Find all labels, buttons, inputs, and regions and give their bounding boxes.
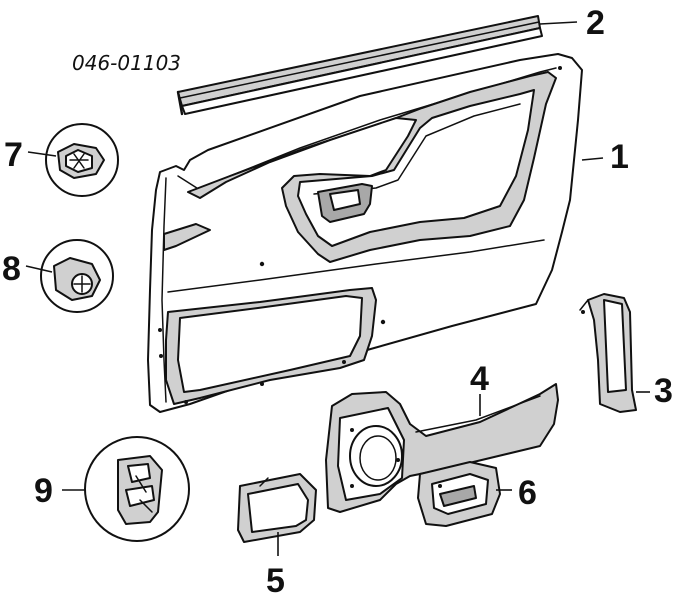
part-5-cover[interactable] <box>237 473 317 543</box>
part-7-trim-clip[interactable] <box>45 123 119 197</box>
leader-7 <box>27 151 57 157</box>
leader-2 <box>539 21 578 25</box>
leader-8 <box>25 265 53 273</box>
part-3-trim-piece[interactable] <box>579 293 637 413</box>
part-9-retainer[interactable] <box>84 436 190 542</box>
callout-7: 7 <box>4 136 23 174</box>
callout-2: 2 <box>586 4 605 42</box>
part-2-weatherstrip[interactable] <box>176 15 543 116</box>
part-8-grommet[interactable] <box>40 239 114 313</box>
callout-1: 1 <box>610 138 629 176</box>
part-1-door-trim-panel[interactable] <box>147 53 583 413</box>
part-4-speaker-panel[interactable] <box>325 383 559 513</box>
callout-6: 6 <box>518 474 537 512</box>
callout-5: 5 <box>266 562 285 600</box>
callout-9: 9 <box>34 472 53 510</box>
callout-3: 3 <box>654 372 673 410</box>
callout-4: 4 <box>470 360 489 398</box>
part-6-handle-bezel[interactable] <box>417 461 501 527</box>
part-code-text: 046-01103 <box>72 51 181 75</box>
callout-8: 8 <box>2 250 21 288</box>
leader-1 <box>581 157 604 161</box>
